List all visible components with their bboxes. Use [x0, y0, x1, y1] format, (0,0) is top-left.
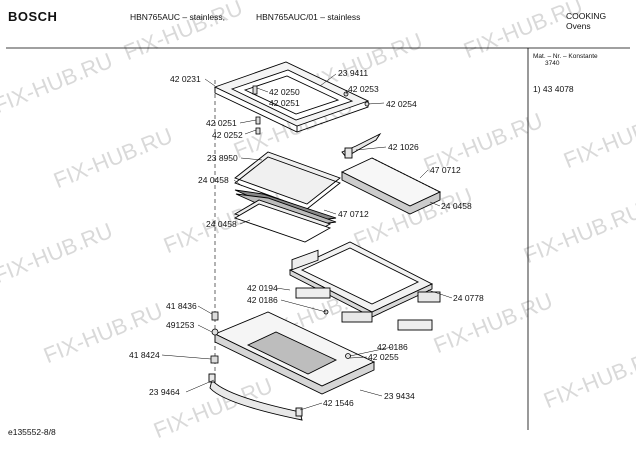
- part-label: 42 0186: [247, 295, 278, 305]
- brand-logo: BOSCH: [8, 9, 58, 24]
- part-label: 491253: [166, 320, 195, 330]
- part-label: 42 0251: [269, 98, 300, 108]
- part-label: 24 0458: [206, 219, 237, 229]
- model-title-2: HBN765AUC/01 – stainless: [256, 12, 361, 22]
- side-panel-code: 3740: [545, 60, 560, 67]
- door-gasket-frame: [288, 241, 441, 331]
- part-label: 47 0712: [338, 209, 369, 219]
- part-label: 23 9411: [338, 68, 369, 78]
- category-label: COOKING: [566, 11, 607, 21]
- subcategory-label: Ovens: [566, 21, 591, 31]
- part-label: 24 0778: [453, 293, 484, 303]
- part-label: 42 0231: [170, 74, 201, 84]
- part-label: 42 0253: [348, 84, 379, 94]
- hinge-part: [341, 132, 382, 159]
- part-label: 42 0255: [368, 352, 399, 362]
- drawing-id: e135552-8/8: [8, 427, 56, 437]
- part-label: 42 1026: [388, 142, 419, 152]
- inner-door-panel: [213, 311, 376, 395]
- model-title-1: HBN765AUC – stainless,: [130, 12, 225, 22]
- part-label: 23 9464: [149, 387, 180, 397]
- part-label: 42 0194: [247, 283, 278, 293]
- part-label: 41 8424: [129, 350, 160, 360]
- part-label: 24 0458: [441, 201, 472, 211]
- side-panel-heading: Mat. – Nr. – Konstante: [533, 53, 598, 60]
- part-label: 42 0254: [386, 99, 417, 109]
- glass-pane-stack: [233, 151, 341, 243]
- part-label: 42 0251: [206, 118, 237, 128]
- part-label: 23 9434: [384, 391, 415, 401]
- part-label: 42 0186: [377, 342, 408, 352]
- part-label: 47 0712: [430, 165, 461, 175]
- part-label: 24 0458: [198, 175, 229, 185]
- part-label: 42 1546: [323, 398, 354, 408]
- part-label: 42 0252: [212, 130, 243, 140]
- part-label: 23 8950: [207, 153, 238, 163]
- part-label: 41 8436: [166, 301, 197, 311]
- part-label: 42 0250: [269, 87, 300, 97]
- side-panel-entry: 1) 43 4078: [533, 84, 574, 94]
- door-handle: [208, 373, 303, 421]
- inner-glass-panel: [340, 157, 442, 215]
